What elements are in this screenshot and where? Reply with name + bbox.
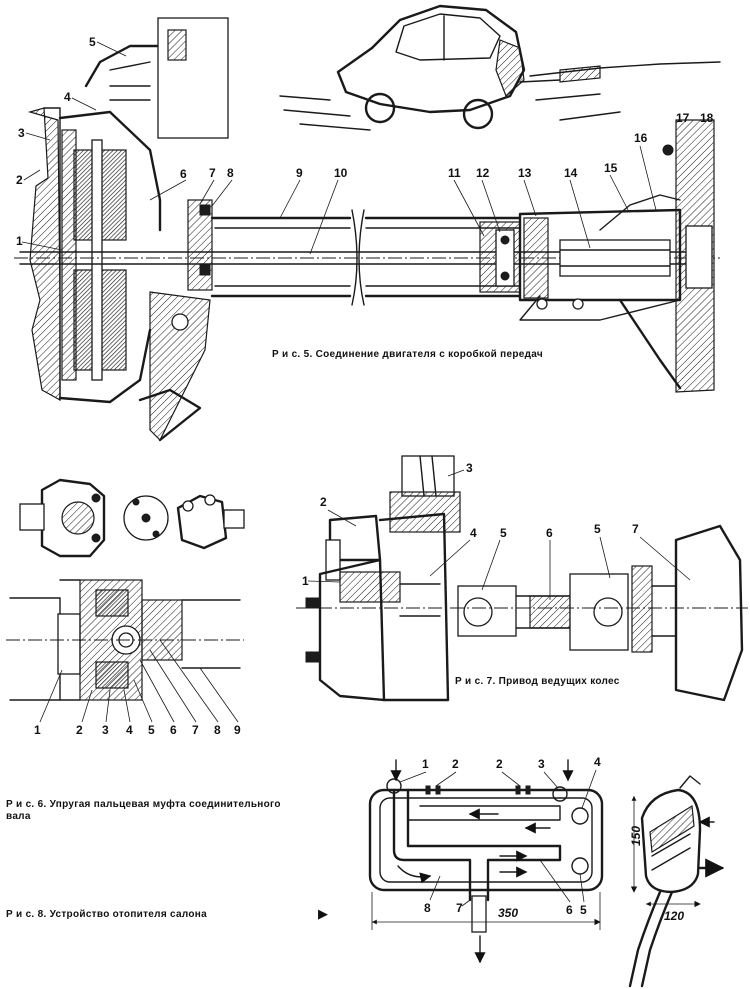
callout: 9	[296, 166, 303, 180]
fig8-callouts: 1 2 2 3 4 8 7 6 5	[399, 755, 601, 917]
fig6-caption-cont: вала	[6, 811, 31, 822]
fig7-callouts: 1 2 3 4 5 5 6 7	[302, 461, 691, 600]
callout: 14	[564, 166, 578, 180]
callout: 17	[676, 111, 690, 125]
callout: 7	[209, 166, 216, 180]
callout: 5	[148, 723, 155, 737]
callout: 1	[422, 757, 429, 771]
car-sketch	[279, 4, 721, 131]
callout: 3	[102, 723, 109, 737]
dimension-150: 150	[629, 826, 643, 846]
callout: 12	[476, 166, 490, 180]
callout: 8	[214, 723, 221, 737]
fig5-engine-gearbox-connection: Р и с. 5. Соединение двигателя с коробко…	[14, 17, 720, 442]
fig7-caption: Р и с. 7. Привод ведущих колес	[455, 676, 620, 687]
callout: 3	[466, 461, 473, 475]
callout: 1	[34, 723, 41, 737]
callout: 8	[227, 166, 234, 180]
callout: 6	[170, 723, 177, 737]
callout: 7	[192, 723, 199, 737]
callout: 2	[320, 495, 327, 509]
fig8-heater: 350 1 2 2 3 4 8 7 6 5	[368, 755, 725, 988]
fig6-caption: Р и с. 6. Упругая пальцевая муфта соедин…	[6, 798, 281, 810]
callout: 7	[456, 901, 463, 915]
dimension-120: 120	[664, 909, 684, 923]
callout: 2	[76, 723, 83, 737]
fig5-callouts: 1 2 3 4 5 6 7 8 9 10 11 12 13 1	[16, 35, 714, 255]
callout: 8	[424, 901, 431, 915]
callout: 4	[64, 90, 71, 104]
fig8-caption: Р и с. 8. Устройство отопителя салона	[6, 909, 207, 920]
callout: 2	[16, 173, 23, 187]
callout: 10	[334, 166, 348, 180]
callout: 5	[89, 35, 96, 49]
fig6-coupling-section: 1 2 3 4 5 6 7 8 9 Р и с. 6. Упругая паль…	[6, 579, 281, 822]
callout: 18	[700, 111, 714, 125]
callout: 9	[234, 723, 241, 737]
callout: 5	[594, 522, 601, 536]
callout: 13	[518, 166, 532, 180]
callout: 15	[604, 161, 618, 175]
callout: 16	[634, 131, 648, 145]
callout: 4	[126, 723, 133, 737]
callout: 4	[470, 526, 477, 540]
callout: 6	[566, 903, 573, 917]
callout: 11	[448, 166, 461, 180]
callout: 2	[496, 757, 503, 771]
dimension-350: 350	[498, 906, 518, 920]
callout: 6	[546, 526, 553, 540]
fig5-caption: Р и с. 5. Соединение двигателя с коробко…	[272, 348, 543, 360]
callout: 4	[594, 755, 601, 769]
callout: 2	[452, 757, 459, 771]
page-turn-marker: ▶	[318, 907, 328, 922]
fig7-drive-wheels: 1 2 3 4 5 5 6 7 Р и с. 7. Привод ведущих…	[296, 455, 748, 702]
callout: 1	[16, 234, 23, 248]
callout: 1	[302, 574, 309, 588]
callout: 3	[538, 757, 545, 771]
callout: 7	[632, 522, 639, 536]
callout: 5	[500, 526, 507, 540]
fig6-coupling-parts	[19, 478, 245, 558]
fig6-callouts: 1 2 3 4 5 6 7 8 9	[34, 639, 241, 737]
callout: 6	[180, 167, 187, 181]
callout: 5	[580, 903, 587, 917]
callout: 3	[18, 126, 25, 140]
